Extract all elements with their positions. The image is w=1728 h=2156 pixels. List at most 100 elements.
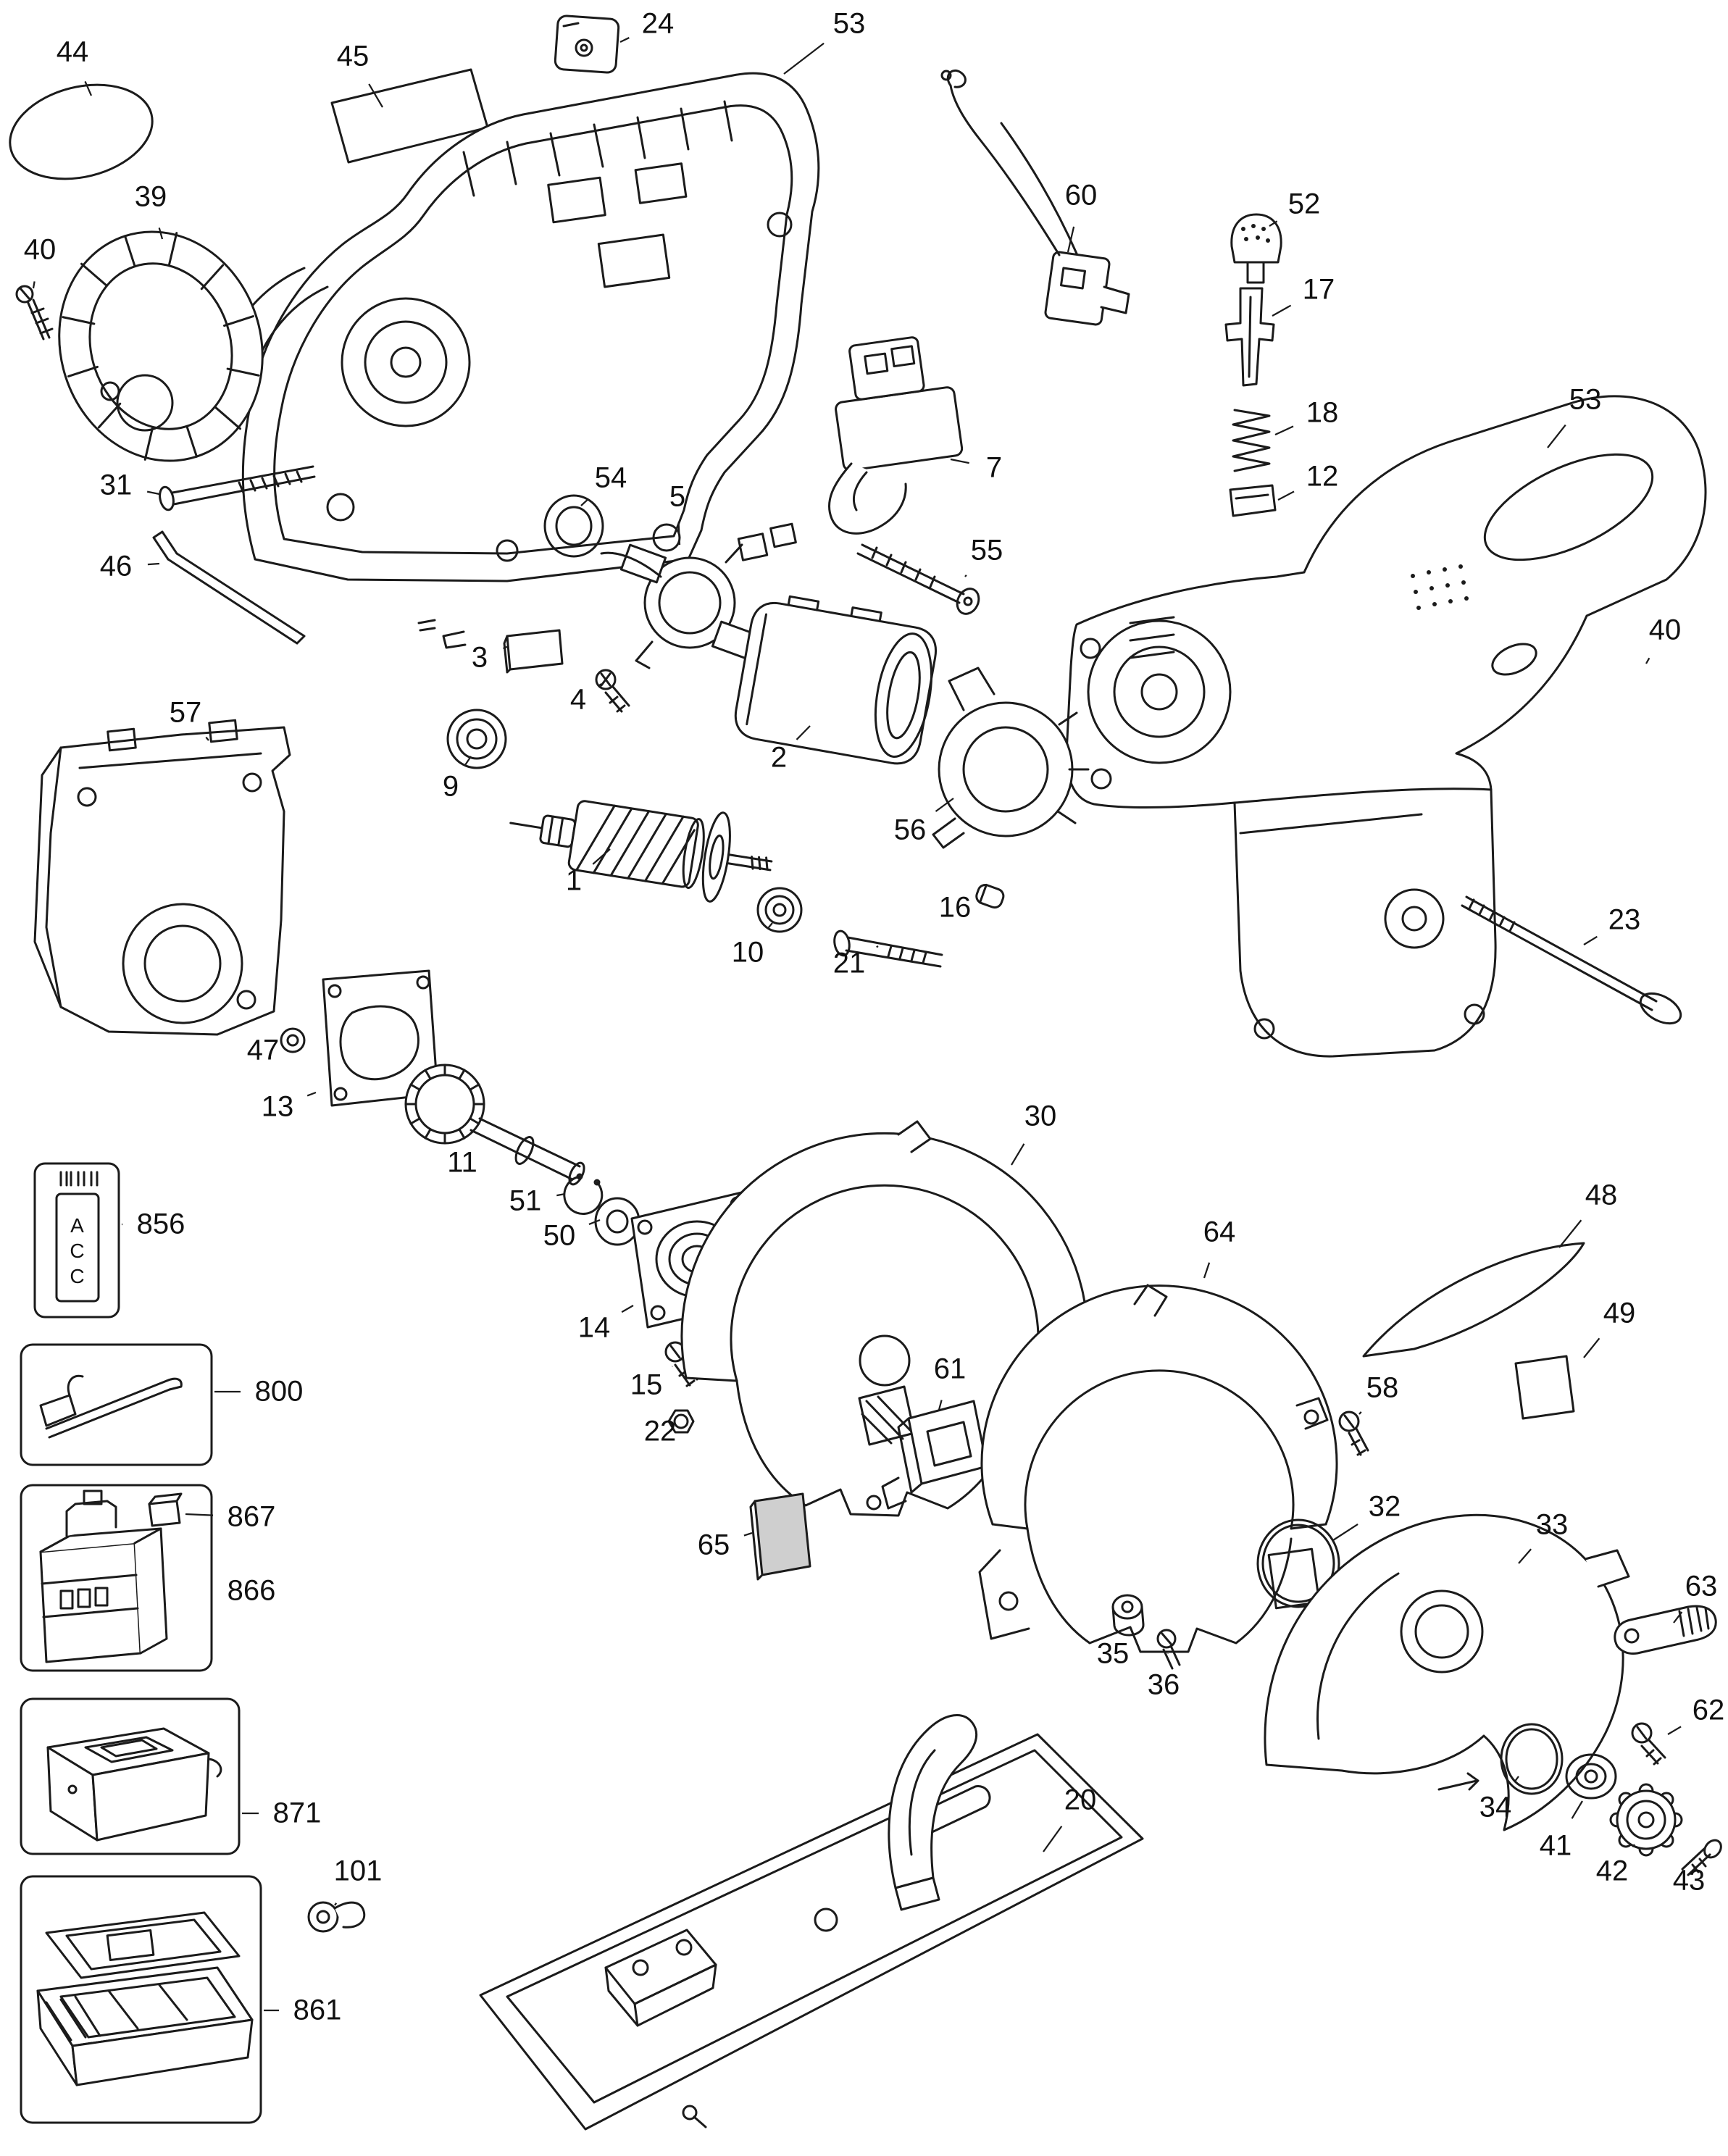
part-blade-clamp-61 bbox=[858, 1385, 988, 1510]
part-fan-ring-39 bbox=[58, 230, 264, 462]
part-screw-62 bbox=[1631, 1722, 1666, 1766]
part-lock-button-52 bbox=[1230, 213, 1282, 284]
part-retaining-ring-51 bbox=[563, 1173, 604, 1215]
part-acc-label-856 bbox=[33, 1162, 120, 1319]
part-motor-housing-right-53 bbox=[1065, 395, 1707, 1058]
part-callout-45: 45 bbox=[336, 40, 370, 72]
part-callout-63: 63 bbox=[1685, 1570, 1718, 1603]
part-callout-49: 49 bbox=[1603, 1297, 1636, 1329]
part-callout-40: 40 bbox=[1648, 614, 1682, 646]
part-field-2 bbox=[734, 595, 938, 765]
part-callout-16: 16 bbox=[938, 891, 972, 924]
part-plate-12 bbox=[1229, 484, 1277, 517]
part-callout-3: 3 bbox=[471, 641, 488, 674]
part-guard-64 bbox=[978, 1284, 1338, 1653]
part-baffle-56 bbox=[932, 667, 1090, 849]
part-callout-34: 34 bbox=[1479, 1791, 1512, 1823]
part-charger-871 bbox=[20, 1697, 241, 1855]
part-callout-61: 61 bbox=[933, 1353, 967, 1385]
part-callout-800: 800 bbox=[254, 1375, 304, 1408]
part-callout-866: 866 bbox=[227, 1574, 276, 1607]
part-callout-861: 861 bbox=[293, 1994, 342, 2026]
part-callout-18: 18 bbox=[1306, 396, 1339, 429]
part-lock-lever-17 bbox=[1224, 287, 1275, 387]
part-callout-46: 46 bbox=[99, 550, 133, 582]
part-gear-spindle-11 bbox=[404, 1064, 585, 1186]
part-screw-4 bbox=[595, 669, 630, 713]
part-kit-box-861 bbox=[20, 1875, 262, 2124]
part-knob-42 bbox=[1609, 1783, 1683, 1857]
part-callout-14: 14 bbox=[577, 1311, 611, 1344]
part-callout-23: 23 bbox=[1608, 903, 1641, 936]
part-callout-57: 57 bbox=[169, 696, 202, 729]
part-callout-58: 58 bbox=[1366, 1371, 1399, 1404]
part-callout-65: 65 bbox=[697, 1529, 730, 1561]
part-sleeve-16 bbox=[975, 883, 1005, 909]
part-callout-52: 52 bbox=[1287, 188, 1321, 220]
part-hex-wrench-46 bbox=[152, 530, 306, 645]
part-callout-20: 20 bbox=[1064, 1784, 1097, 1816]
part-callout-50: 50 bbox=[543, 1219, 576, 1252]
part-callout-43: 43 bbox=[1672, 1864, 1706, 1897]
part-callout-56: 56 bbox=[893, 814, 927, 846]
part-callout-44: 44 bbox=[56, 35, 89, 68]
part-callout-62: 62 bbox=[1692, 1694, 1725, 1726]
part-callout-21: 21 bbox=[832, 947, 866, 979]
part-callout-55: 55 bbox=[970, 534, 1003, 567]
part-switch-leads-60 bbox=[940, 69, 1130, 326]
part-callout-41: 41 bbox=[1539, 1829, 1572, 1862]
part-callout-31: 31 bbox=[99, 469, 133, 501]
part-callout-15: 15 bbox=[630, 1369, 663, 1401]
part-screw-40-left bbox=[15, 285, 54, 340]
part-flange-41 bbox=[1565, 1753, 1617, 1800]
part-callout-30: 30 bbox=[1024, 1100, 1057, 1132]
part-callout-101: 101 bbox=[333, 1855, 383, 1887]
part-callout-867: 867 bbox=[227, 1500, 276, 1533]
part-callout-54: 54 bbox=[594, 461, 627, 494]
part-screw-43 bbox=[1681, 1839, 1722, 1876]
part-wedge-48 bbox=[1362, 1242, 1585, 1358]
part-callout-871: 871 bbox=[272, 1797, 322, 1829]
part-label-65 bbox=[749, 1492, 811, 1581]
part-wrench-kit-800 bbox=[20, 1343, 213, 1466]
part-callout-53: 53 bbox=[832, 7, 866, 40]
part-callout-1: 1 bbox=[565, 864, 583, 897]
part-spring-18 bbox=[1232, 409, 1271, 472]
part-battery-pack-866 bbox=[20, 1484, 213, 1672]
part-callout-64: 64 bbox=[1203, 1216, 1236, 1248]
part-upper-guard-30 bbox=[680, 1120, 1089, 1517]
part-callout-42: 42 bbox=[1595, 1855, 1629, 1887]
part-callout-22: 22 bbox=[643, 1415, 677, 1447]
part-callout-7: 7 bbox=[985, 451, 1003, 484]
part-armature-1 bbox=[509, 800, 773, 903]
part-callout-17: 17 bbox=[1302, 273, 1335, 306]
part-label-49 bbox=[1514, 1355, 1575, 1420]
part-nut-22 bbox=[667, 1409, 695, 1434]
part-callout-12: 12 bbox=[1306, 460, 1339, 493]
part-callout-35: 35 bbox=[1096, 1637, 1130, 1670]
part-callout-10: 10 bbox=[731, 936, 764, 969]
part-ring-54 bbox=[543, 494, 604, 558]
part-callout-13: 13 bbox=[261, 1090, 294, 1123]
part-callout-33: 33 bbox=[1535, 1508, 1569, 1541]
part-callout-60: 60 bbox=[1064, 179, 1098, 212]
part-callout-5: 5 bbox=[669, 480, 686, 513]
part-screw-31 bbox=[159, 465, 316, 511]
part-bearing-9 bbox=[446, 709, 507, 769]
part-screw-55 bbox=[856, 543, 980, 615]
part-screw-36 bbox=[1156, 1629, 1181, 1670]
part-callout-2: 2 bbox=[770, 741, 788, 774]
part-callout-856: 856 bbox=[136, 1208, 185, 1240]
part-clip-101 bbox=[307, 1901, 366, 1933]
part-callout-4: 4 bbox=[569, 683, 587, 716]
part-callout-51: 51 bbox=[509, 1184, 542, 1217]
part-bearing-10 bbox=[756, 887, 803, 933]
part-screw-21 bbox=[833, 929, 943, 968]
part-screw-58 bbox=[1338, 1411, 1369, 1456]
part-ring-34 bbox=[1500, 1723, 1564, 1795]
part-callout-39: 39 bbox=[134, 180, 167, 213]
part-switch-7 bbox=[828, 336, 964, 535]
part-callout-9: 9 bbox=[442, 770, 459, 803]
